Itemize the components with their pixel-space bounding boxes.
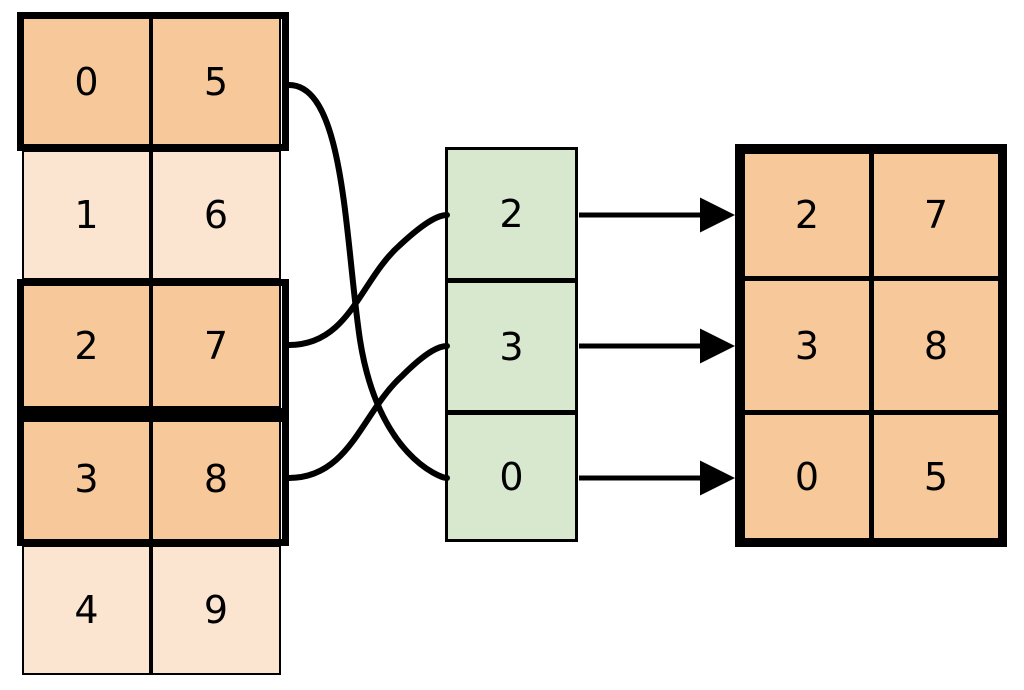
source-cell-r2-c1[interactable]: 7 [151, 284, 281, 408]
source-cell-r4-c0[interactable]: 4 [22, 545, 151, 675]
source-cell-r0-c0[interactable]: 0 [22, 17, 151, 146]
result-cell-r1-c1[interactable]: 8 [871, 278, 1001, 413]
result-cell-r0-c1[interactable]: 7 [871, 151, 1001, 279]
source-cell-r2-c0[interactable]: 2 [22, 284, 151, 408]
source-cell-r3-c1[interactable]: 8 [151, 416, 281, 541]
index-cell-2[interactable]: 0 [445, 412, 578, 542]
curve-source-row0-to-index-cell2 [286, 82, 450, 481]
result-cell-r0-c0[interactable]: 2 [742, 151, 872, 279]
result-cell-r2-c1[interactable]: 5 [871, 412, 1001, 541]
source-cell-r3-c0[interactable]: 3 [22, 416, 151, 541]
result-cell-r2-c0[interactable]: 0 [742, 412, 872, 541]
curve-source-row2-to-index-cell0 [286, 212, 450, 348]
index-cell-0[interactable]: 2 [445, 147, 578, 281]
source-cell-r1-c1[interactable]: 6 [151, 150, 281, 280]
result-cell-r1-c0[interactable]: 3 [742, 278, 872, 413]
curve-source-row3-to-index-cell1 [286, 343, 450, 481]
index-cell-1[interactable]: 3 [445, 280, 578, 413]
source-cell-r0-c1[interactable]: 5 [151, 17, 281, 146]
source-cell-r4-c1[interactable]: 9 [151, 545, 281, 675]
source-cell-r1-c0[interactable]: 1 [22, 150, 151, 280]
